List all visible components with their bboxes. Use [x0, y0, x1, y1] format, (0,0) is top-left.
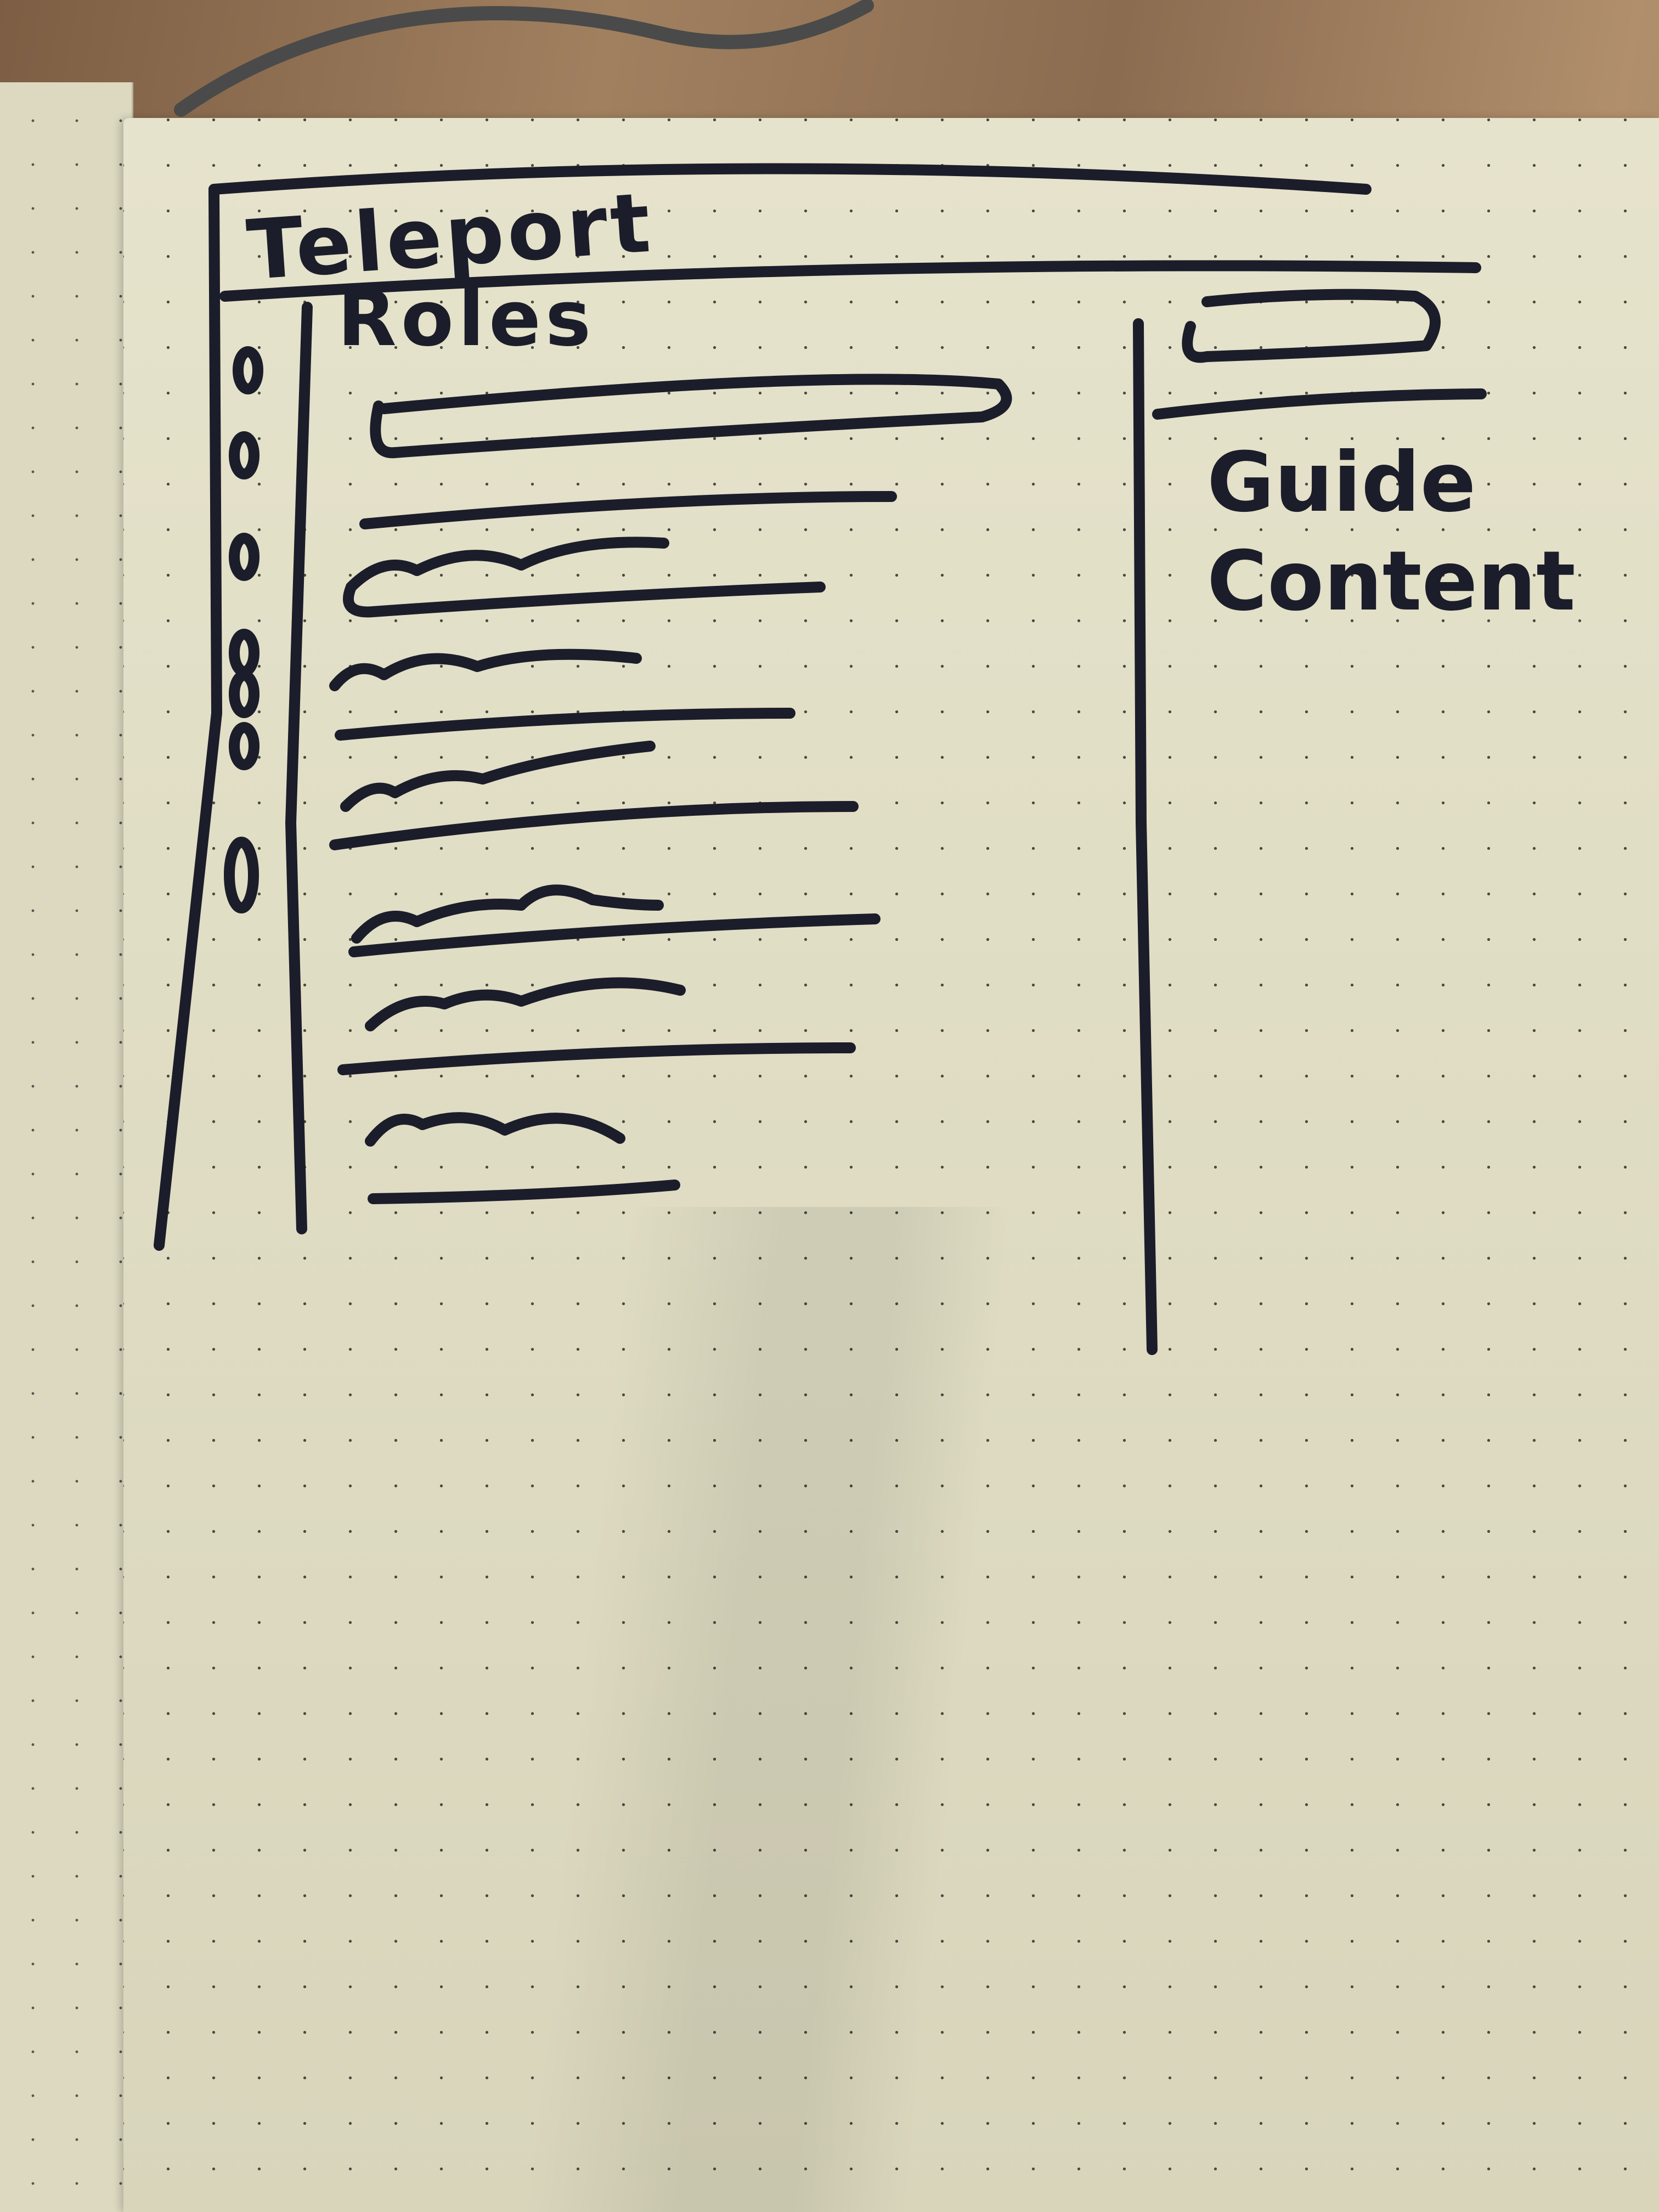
guide-panel-divider: [1133, 318, 1158, 1355]
sidebar-icon: [229, 722, 259, 770]
window-left-border: [154, 184, 222, 1251]
guide-panel-header-divider: [1152, 388, 1487, 420]
window-top-border: [208, 163, 1372, 195]
header-divider: [219, 260, 1481, 302]
search-input: [370, 374, 1012, 459]
bookmark-ribbon: [174, 0, 874, 117]
guide-content: Guide Content: [1207, 433, 1576, 631]
sidebar-icons: [224, 346, 263, 913]
list-row-subtitle: [340, 741, 656, 812]
list-row-subtitle: [365, 977, 686, 1031]
guide-panel-close-button: [1182, 289, 1441, 363]
page-title: Roles: [337, 274, 596, 364]
list-row-subtitle: [365, 1112, 625, 1147]
list-row-title: [335, 708, 795, 741]
sidebar-divider: [285, 302, 313, 1234]
sidebar-icon: [233, 346, 263, 394]
guide-text-line: Content: [1207, 534, 1576, 629]
sidebar-icon: [229, 533, 259, 581]
sidebar-icon: [224, 837, 259, 913]
list-row-title: [368, 1180, 680, 1204]
sidebar-icon: [229, 431, 259, 479]
list-row-title: [348, 913, 881, 957]
list-row-title: [329, 801, 859, 850]
notebook-right-page: [123, 118, 1659, 2212]
list-row-subtitle: [351, 884, 664, 944]
list-row-title: [337, 1042, 856, 1075]
role-list: [329, 491, 897, 1204]
list-row-subtitle: [346, 537, 669, 592]
sidebar-icon: [229, 670, 259, 718]
list-row-title: [343, 582, 826, 618]
list-row-title: [359, 491, 897, 529]
notebook-left-page: [0, 82, 133, 2212]
sidebar-icon: [229, 629, 259, 677]
guide-text-line: Guide: [1207, 435, 1476, 531]
list-row-subtitle: [329, 648, 642, 691]
